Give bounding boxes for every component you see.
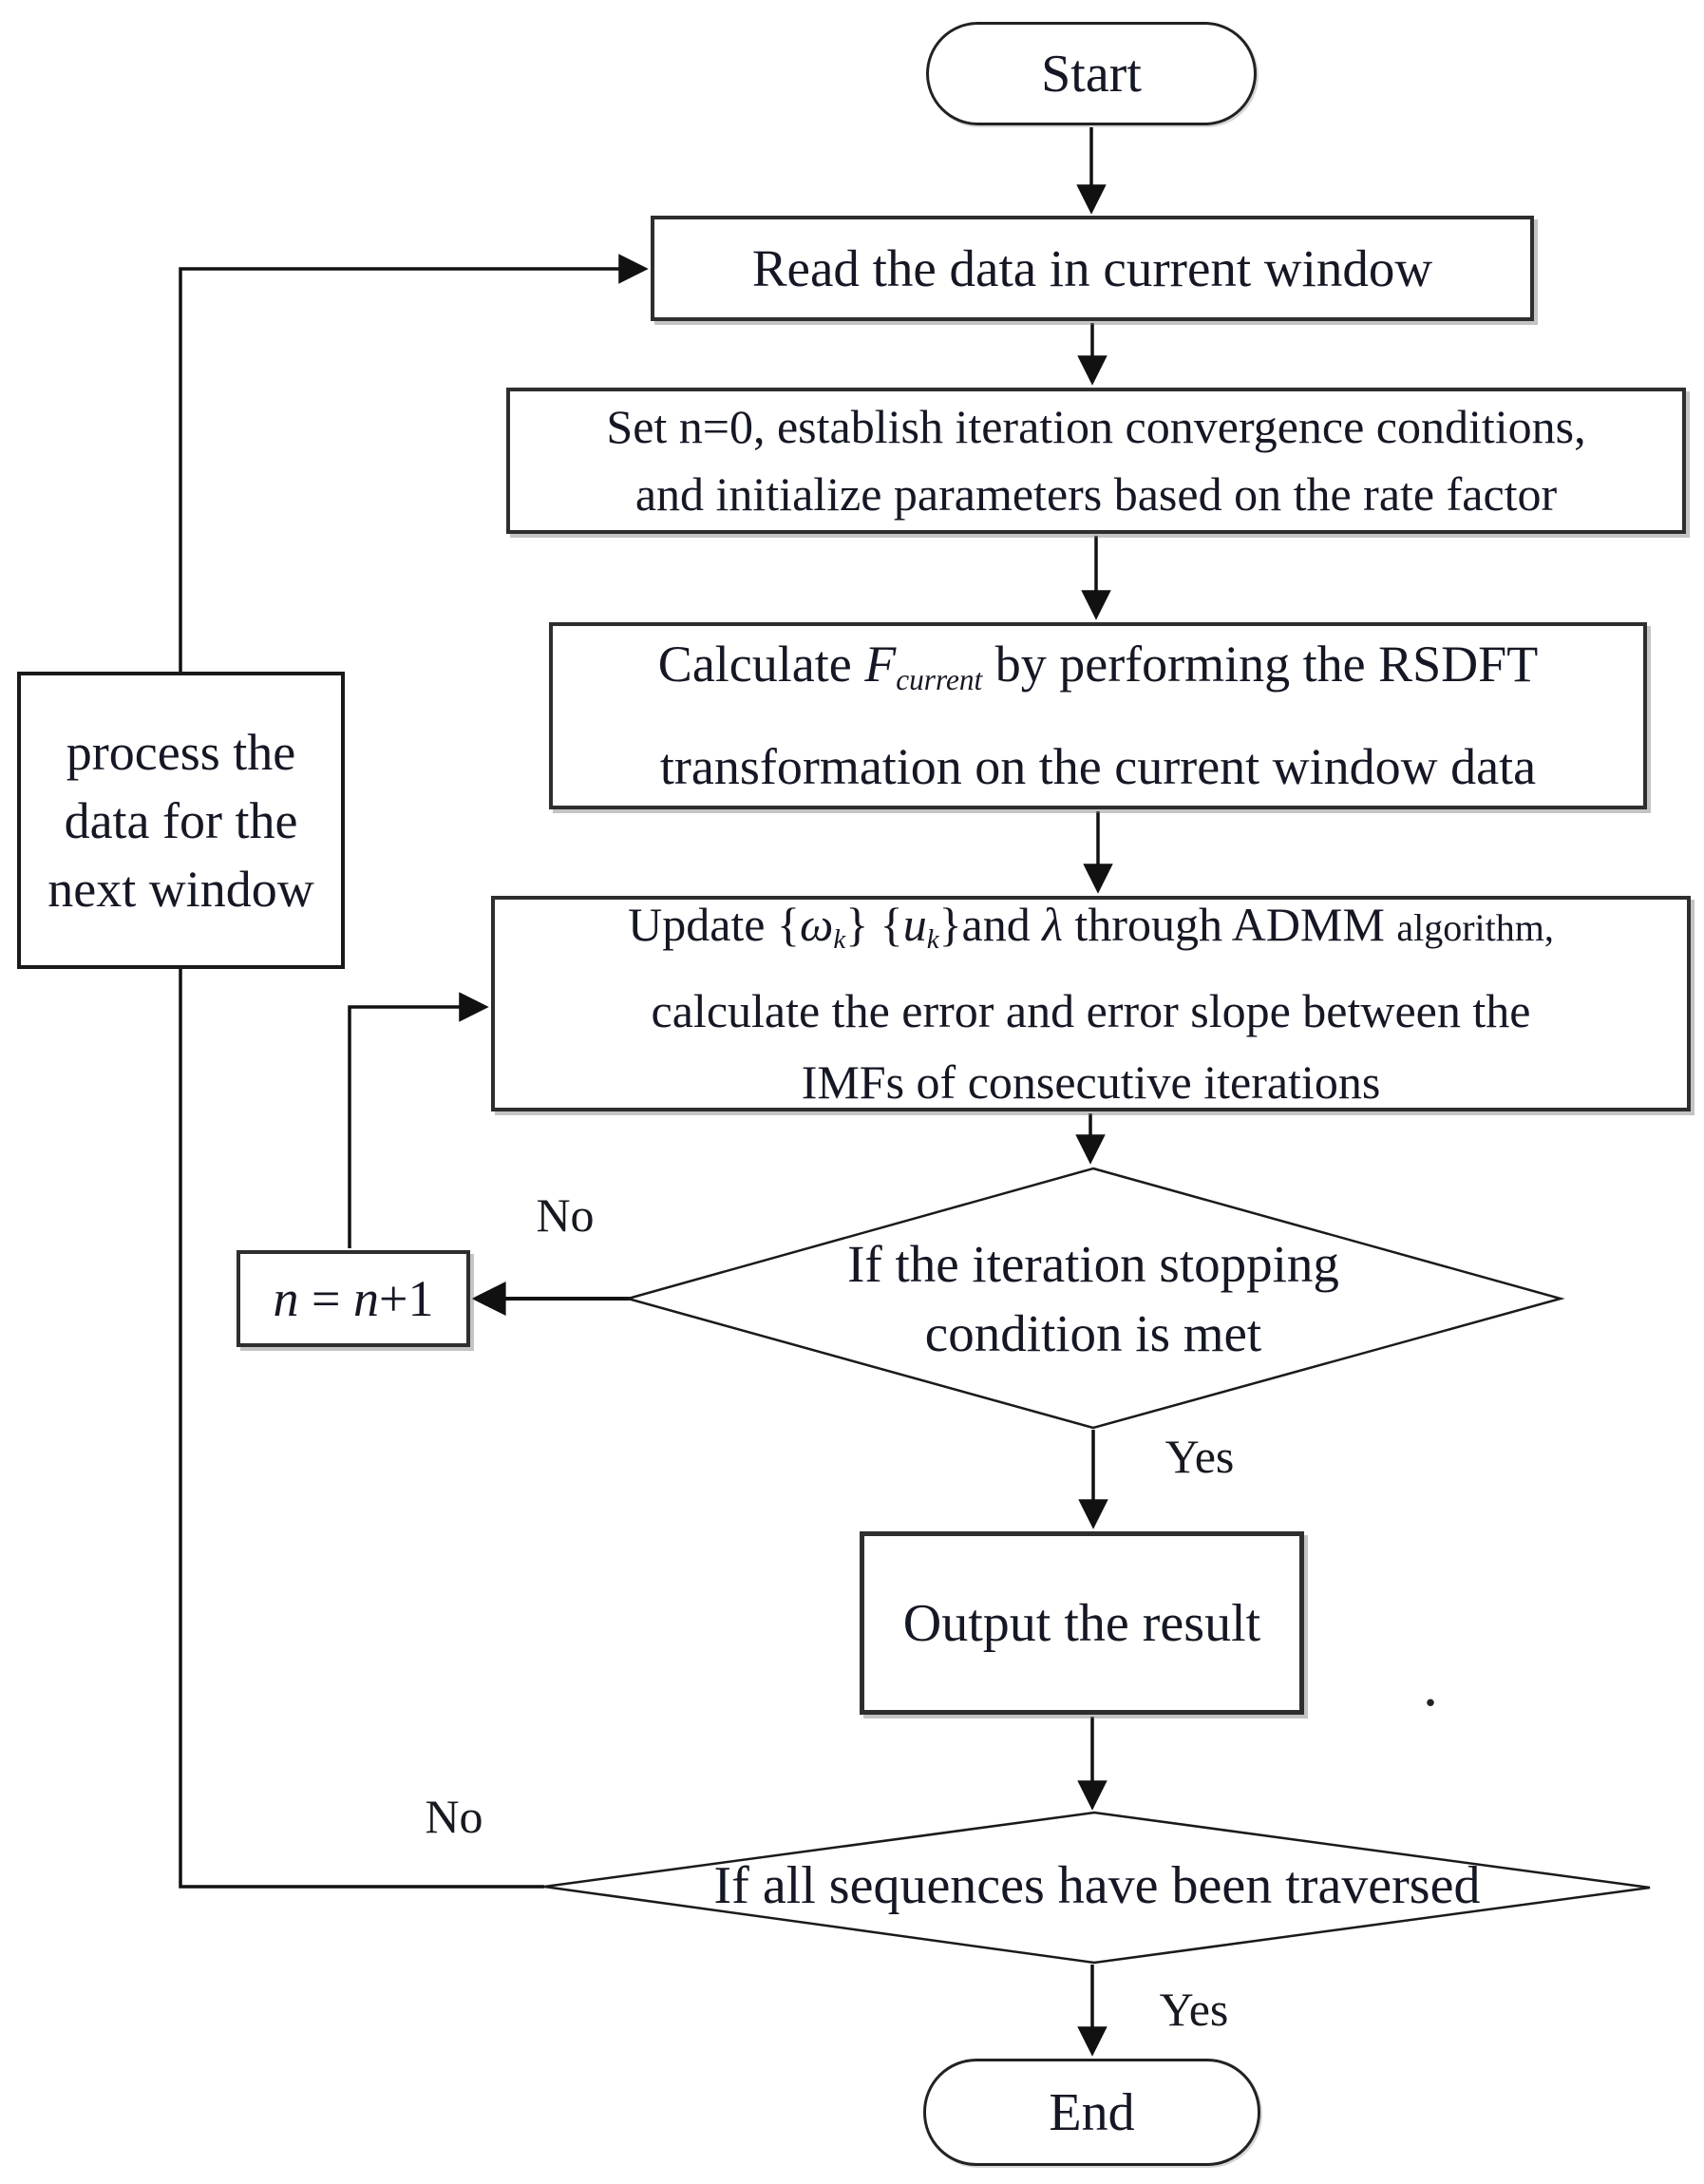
yes-label-iteration: Yes bbox=[1164, 1430, 1235, 1483]
sequences-decision-text: If all sequences have been traversed bbox=[713, 1856, 1481, 1915]
update-line-2: calculate the error and error slope betw… bbox=[651, 984, 1531, 1038]
increment-equals: = bbox=[298, 1270, 353, 1327]
output-result-node: Output the result bbox=[860, 1531, 1304, 1715]
increment-n-node: n = n+1 bbox=[237, 1250, 470, 1347]
update-brace-open: { bbox=[777, 897, 800, 951]
process-line-3: next window bbox=[47, 860, 314, 918]
iteration-decision-label: If the iteration stopping condition is m… bbox=[761, 1229, 1426, 1368]
update-line-3: IMFs of consecutive iterations bbox=[801, 1055, 1381, 1110]
start-node: Start bbox=[926, 22, 1257, 125]
update-var-lambda: λ bbox=[1042, 897, 1063, 951]
update-text-update: Update bbox=[628, 897, 777, 951]
process-line-1: process the bbox=[66, 723, 296, 781]
calculate-rsdft-node: Calculate Fcurrent by performing the RSD… bbox=[549, 622, 1647, 809]
calc-line-1: Calculate Fcurrent by performing the RSD… bbox=[658, 620, 1538, 724]
increment-n-label: n = n+1 bbox=[274, 1269, 434, 1328]
arrow-decision2-no-loop-to-read bbox=[179, 254, 649, 1889]
increment-var-n2: n bbox=[353, 1270, 379, 1327]
no-label-iteration: No bbox=[536, 1188, 595, 1242]
init-line-2: and initialize parameters based on the r… bbox=[634, 467, 1558, 521]
init-node: Set n=0, establish iteration convergence… bbox=[506, 388, 1686, 534]
update-subscript-k2: k bbox=[926, 924, 939, 956]
calc-line-2: transformation on the current window dat… bbox=[659, 738, 1537, 796]
read-data-node: Read the data in current window bbox=[651, 216, 1534, 321]
yes-label-sequences: Yes bbox=[1159, 1983, 1229, 2036]
end-node: End bbox=[923, 2059, 1260, 2166]
process-line-2: data for the bbox=[64, 791, 298, 849]
sequences-decision-diamond-shape bbox=[543, 1811, 1651, 1965]
no-label-sequences: No bbox=[425, 1790, 483, 1843]
iteration-decision-line-1: If the iteration stopping bbox=[847, 1235, 1339, 1293]
calc-text-post: by performing the RSDFT bbox=[982, 635, 1539, 693]
end-node-label: End bbox=[1049, 2082, 1135, 2142]
output-result-label: Output the result bbox=[902, 1593, 1261, 1653]
stray-period-mark: . bbox=[1423, 1651, 1438, 1719]
update-text-through: through ADMM bbox=[1062, 897, 1397, 951]
init-line-1: Set n=0, establish iteration convergence… bbox=[606, 400, 1586, 453]
update-line-1: Update {ωk} {uk}and λ through ADMM algor… bbox=[628, 889, 1554, 976]
update-var-omega: ω bbox=[800, 897, 834, 951]
increment-plus-one: +1 bbox=[379, 1270, 434, 1327]
iteration-decision-diamond-shape bbox=[623, 1167, 1565, 1430]
update-var-u: u bbox=[902, 897, 927, 951]
update-text-and: }and bbox=[938, 897, 1043, 951]
update-text-algorithm: algorithm, bbox=[1396, 905, 1554, 949]
sequences-decision-label: If all sequences have been traversed bbox=[575, 1854, 1619, 1917]
update-braces-mid: } { bbox=[845, 897, 903, 951]
start-node-label: Start bbox=[1041, 44, 1142, 104]
calc-text-pre: Calculate bbox=[657, 635, 865, 693]
update-subscript-k1: k bbox=[833, 924, 846, 956]
increment-var-n1: n bbox=[273, 1270, 299, 1327]
update-admm-node: Update {ωk} {uk}and λ through ADMM algor… bbox=[491, 896, 1691, 1111]
iteration-decision-line-2: condition is met bbox=[924, 1304, 1262, 1362]
calc-subscript-current: current bbox=[896, 662, 983, 696]
read-data-label: Read the data in current window bbox=[751, 239, 1433, 297]
calc-var-f: F bbox=[864, 635, 897, 693]
arrow-increment-to-update bbox=[348, 992, 489, 1248]
process-next-window-node: process the data for the next window bbox=[17, 672, 345, 969]
